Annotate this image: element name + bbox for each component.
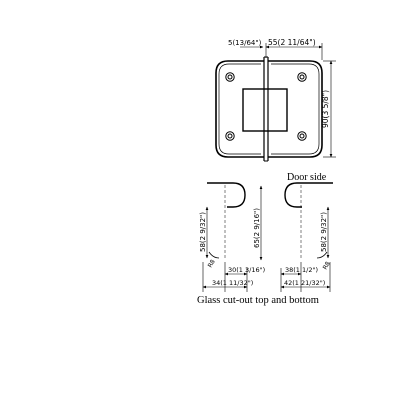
left-glass-cutout [207,182,246,208]
dim-width-label: 55(2 11/64") [268,38,316,47]
cutout-horizontal-dimensions [202,262,331,292]
dim-left-outer-label: 34(1 11/32") [212,279,253,287]
screw-holes [225,72,307,141]
dim-left-inner-label: 30(1 3/16") [228,266,265,274]
dim-right-inner-label: 38(1 1/2") [285,266,318,274]
dim-right-height-label: 58(2 9/32") [320,212,328,252]
radius-right-label: R8 [322,260,332,271]
left-plate [215,60,264,158]
dim-height-label: 90(3 5/8") [321,90,330,128]
cutout-vertical-dimensions [205,185,330,261]
dim-left-height-label: 58(2 9/32") [199,212,207,252]
glass-cutout-view [207,182,333,260]
hinge-front-view [215,56,323,162]
dim-center-height-label: 65(2 9/16") [253,208,261,248]
right-glass-cutout [284,182,333,208]
door-side-label: Door side [287,172,327,183]
cutout-caption: Glass cut-out top and bottom [197,295,319,306]
dim-right-outer-label: 42(1 21/32") [284,279,325,287]
front-dimension-lines [240,43,336,158]
right-plate [268,60,323,158]
hinge-body-block [242,88,288,132]
dim-offset-label: 5(13/64") [228,39,262,47]
radius-left-label: R8 [207,258,217,269]
